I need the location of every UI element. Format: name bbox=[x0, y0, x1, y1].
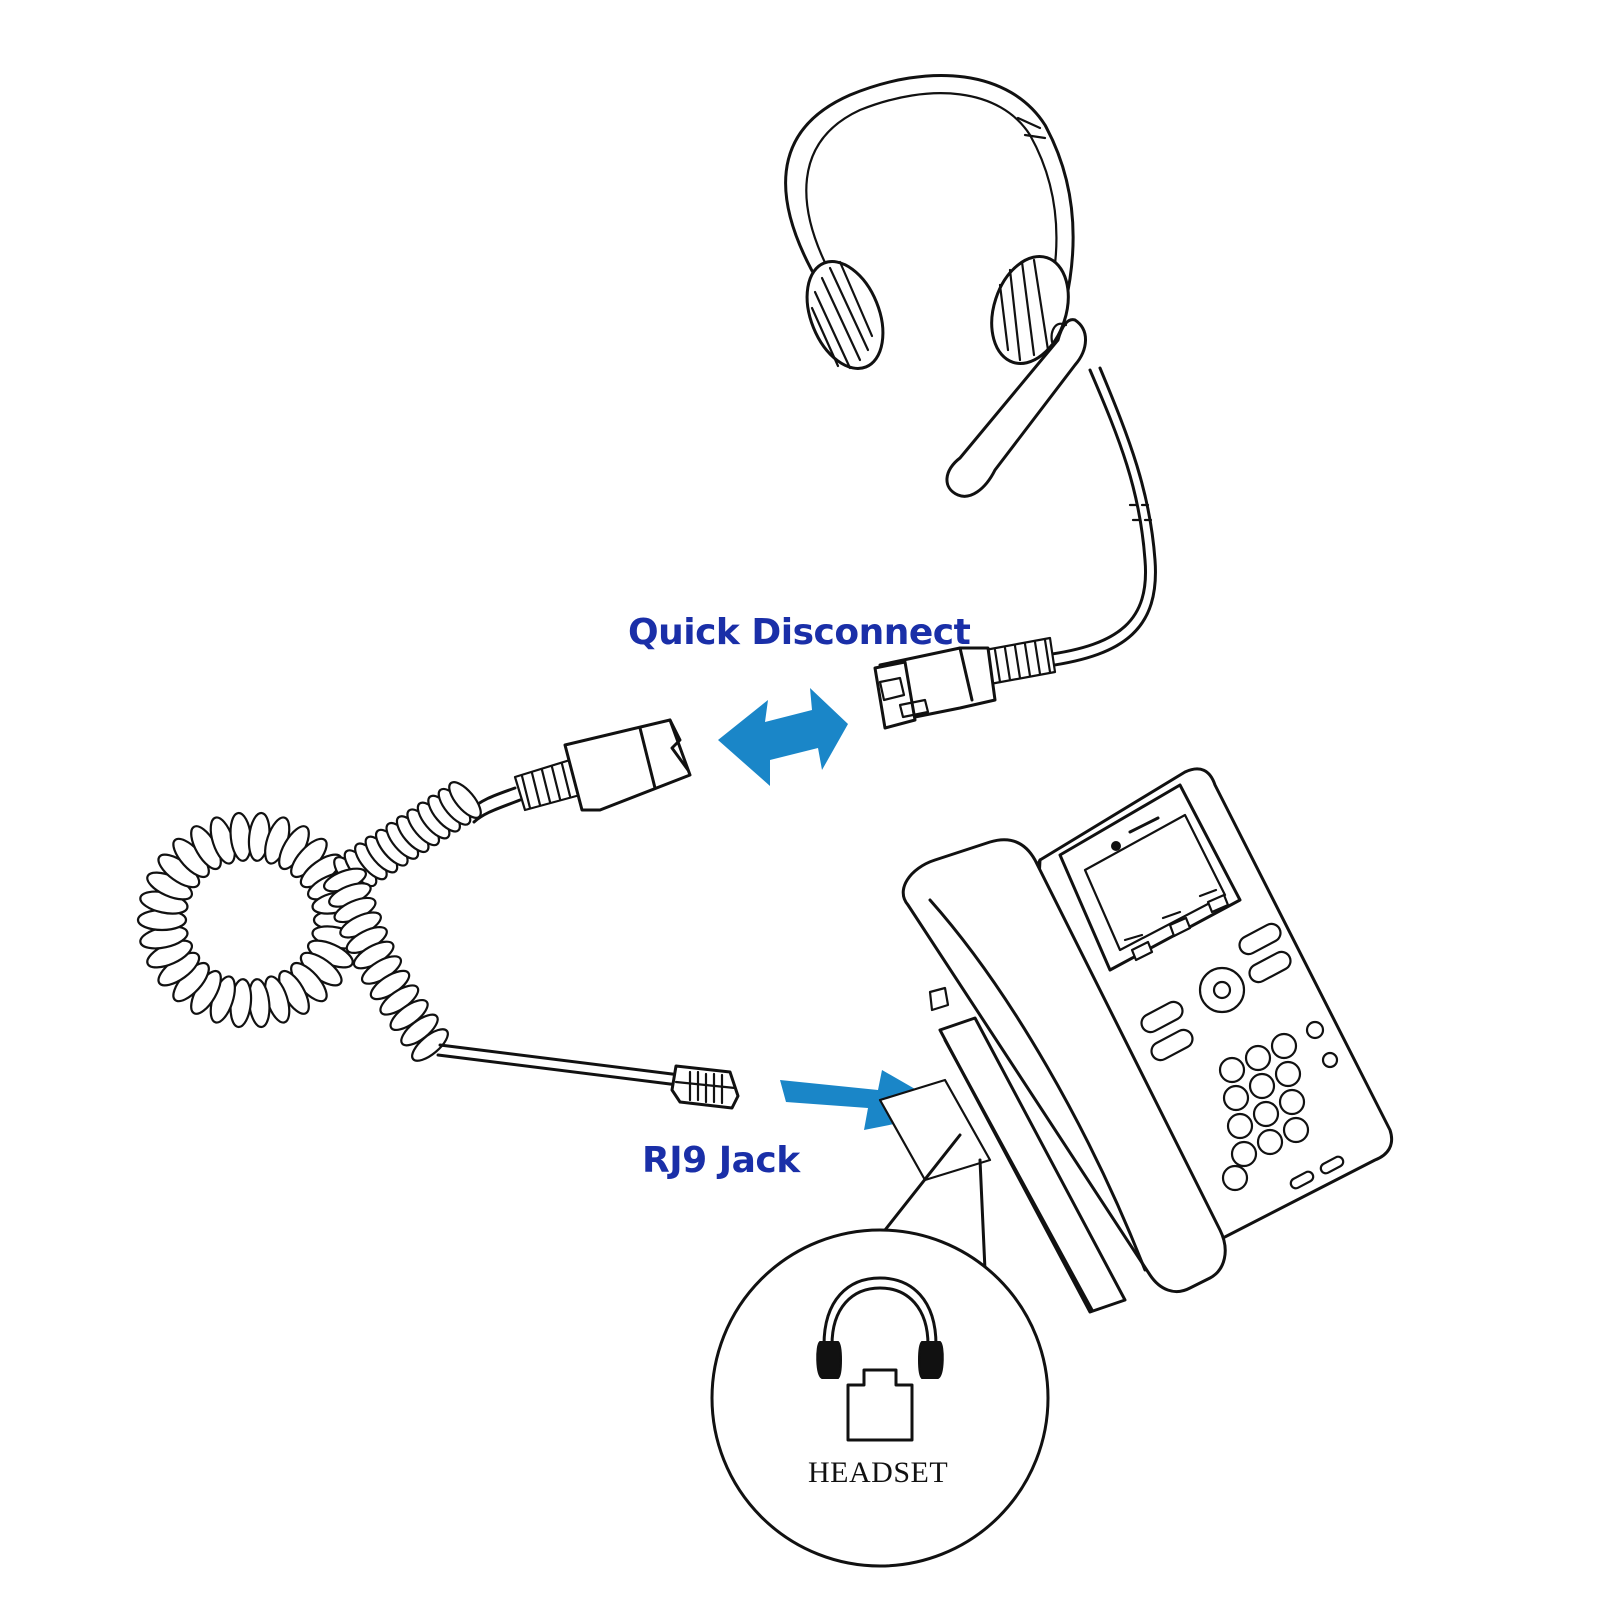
right-earcup bbox=[990, 255, 1070, 365]
phone-keypad-key bbox=[1256, 1128, 1284, 1156]
phone-func-key bbox=[1140, 1000, 1184, 1034]
phone-keypad-key bbox=[1226, 1112, 1254, 1140]
headset-illustration bbox=[784, 73, 1087, 498]
phone-keypad-key bbox=[1221, 1164, 1249, 1192]
rj9-plug bbox=[670, 1064, 740, 1110]
headset-port-callout bbox=[710, 1228, 1050, 1568]
adapter-qd-connector bbox=[513, 718, 692, 812]
left-earcup bbox=[805, 260, 885, 370]
bidirectional-arrow-icon bbox=[718, 688, 848, 786]
phone-keypad-key bbox=[1305, 1020, 1325, 1040]
phone-keypad-key bbox=[1248, 1072, 1276, 1100]
phone-keypad-key bbox=[1244, 1044, 1272, 1072]
headset-qd-connector bbox=[873, 636, 1057, 730]
rj9-jack-label: RJ9 Jack bbox=[642, 1140, 800, 1181]
phone-keypad-key bbox=[1321, 1051, 1339, 1069]
phone-func-key bbox=[1289, 1170, 1315, 1190]
mic-boom bbox=[945, 318, 1087, 498]
phone-keypad-key bbox=[1222, 1084, 1250, 1112]
phone-func-key bbox=[1248, 950, 1292, 984]
coiled-cord bbox=[136, 781, 482, 1062]
callout-leader bbox=[883, 1133, 987, 1272]
phone-keypad-key bbox=[1274, 1060, 1302, 1088]
phone-keypad-key bbox=[1282, 1116, 1310, 1144]
phone-func-key bbox=[1238, 922, 1282, 956]
handset-body bbox=[901, 838, 1227, 1293]
phone-func-key bbox=[1319, 1155, 1345, 1175]
phone-nav-center bbox=[1212, 980, 1232, 1000]
coil-turn bbox=[448, 781, 482, 819]
phone-keypad-key bbox=[1278, 1088, 1306, 1116]
headband bbox=[784, 73, 1075, 307]
coil-turn bbox=[411, 1028, 449, 1062]
phone-keypad-key bbox=[1270, 1032, 1298, 1060]
rj9-cord bbox=[438, 1043, 682, 1077]
headband-pad bbox=[1016, 116, 1047, 140]
headset-cord-outer bbox=[1046, 366, 1157, 668]
headset-port-label: HEADSET bbox=[808, 1456, 949, 1489]
headset-port-panel bbox=[878, 1078, 992, 1182]
quick-disconnect-label: Quick Disconnect bbox=[628, 612, 971, 653]
headset-cord bbox=[1043, 368, 1148, 657]
phone-func-key bbox=[1150, 1028, 1194, 1062]
rj9-port-icon bbox=[846, 1368, 914, 1442]
phone-keypad-key bbox=[1230, 1140, 1258, 1168]
phone-keypad-key bbox=[1218, 1056, 1246, 1084]
phone-keypad-key bbox=[1252, 1100, 1280, 1128]
phone-handset bbox=[878, 838, 1227, 1314]
headband-inner bbox=[805, 92, 1058, 297]
handset-cradle bbox=[938, 1016, 1127, 1314]
headset-icon bbox=[816, 1276, 944, 1379]
